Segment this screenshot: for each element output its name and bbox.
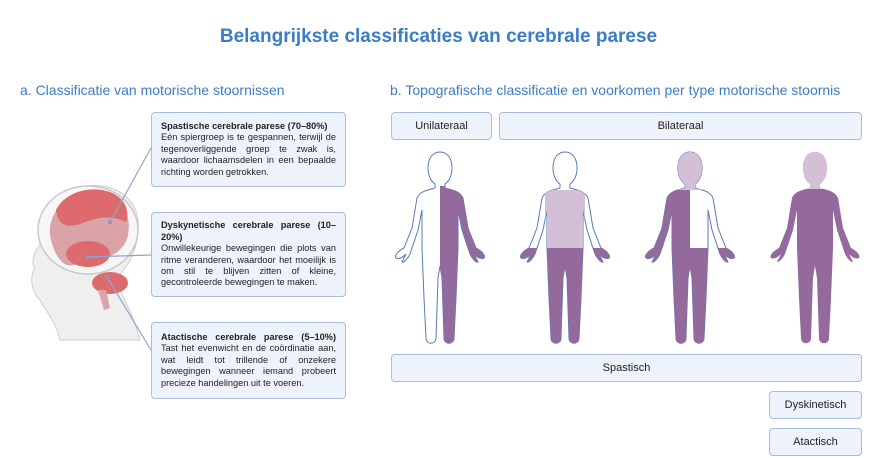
ataxic-text: Tast het evenwicht en de coördinatie aan… (161, 343, 336, 388)
spastic-title: Spastische cerebrale parese (70–80%) (161, 120, 328, 131)
dyskinetic-label: Dyskinetisch (769, 391, 862, 419)
spastic-text: Eén spiergroep is te gespannen, terwijl … (161, 132, 336, 177)
figure-triplegia (644, 151, 736, 344)
figure-quadriplegia (770, 152, 860, 344)
figure-hemiplegia (394, 151, 486, 344)
body-figures (394, 151, 860, 344)
figure-diplegia (519, 151, 611, 344)
ataxic-description-box: Atactische cerebrale parese (5–10%) Tast… (151, 322, 346, 399)
page-title: Belangrijkste classificaties van cerebra… (219, 26, 658, 47)
unilateral-label: Unilateraal (391, 112, 492, 140)
ataxic-title: Atactische cerebrale parese (5–10%) (161, 331, 336, 342)
spastic-label: Spastisch (391, 354, 862, 382)
infant-brain-illustration (31, 185, 141, 341)
dyskinetic-text: Onwillekeurige bewegingen die plots van … (161, 243, 336, 288)
dyskinetic-title: Dyskynetische cerebrale parese (10–20%) (161, 220, 336, 242)
ataxic-label: Atactisch (769, 428, 862, 456)
spastic-description-box: Spastische cerebrale parese (70–80%)Eén … (151, 112, 346, 187)
dyskinetic-description-box: Dyskynetische cerebrale parese (10–20%)O… (151, 212, 346, 297)
section-a-heading: a. Classificatie van motorische stoornis… (20, 82, 285, 98)
bilateral-label: Bilateraal (499, 112, 862, 140)
section-b-heading: b. Topografische classificatie en voorko… (390, 82, 841, 98)
